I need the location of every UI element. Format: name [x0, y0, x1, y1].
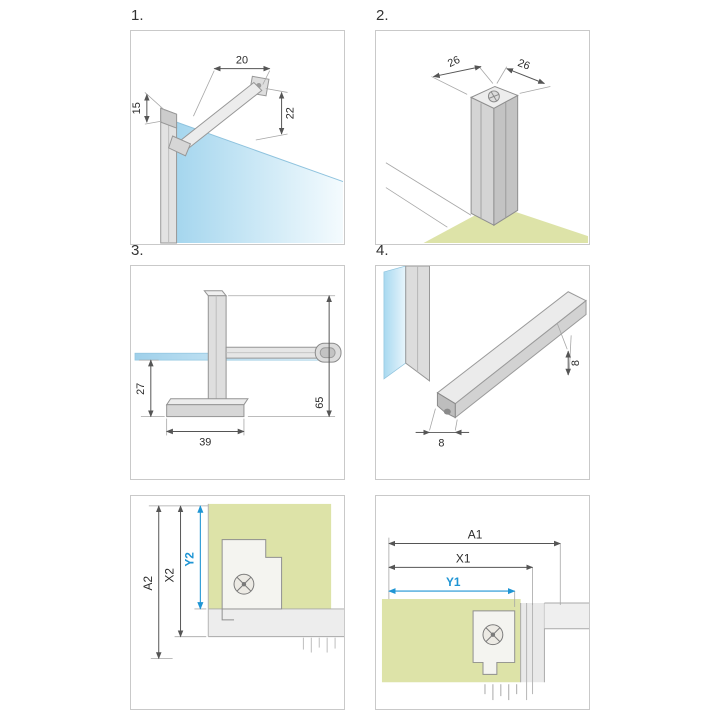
wall-section [520, 602, 589, 701]
dim-label-26-right: 26 [516, 57, 532, 73]
dimension-8-right: 8 [556, 323, 582, 376]
panel-3-drawing: 27 39 65 [134, 290, 342, 448]
wall-edge-lines [385, 162, 472, 228]
screw-icon [233, 573, 255, 595]
panel-2-drawing: 26 26 [385, 54, 589, 244]
dimension-22: 22 [255, 88, 296, 141]
panel-5: A2 X2 Y2 [130, 495, 345, 710]
panel-5-box: A2 X2 Y2 [130, 495, 345, 710]
dim-label-A2: A2 [141, 576, 155, 591]
wall-section [207, 503, 344, 653]
panel-1-number: 1. [131, 7, 144, 24]
dimension-26-right: 26 [496, 57, 551, 94]
glass-panel [176, 121, 344, 244]
dimension-Y1: Y1 [388, 575, 516, 607]
dimension-15: 15 [131, 92, 165, 125]
dim-label-15: 15 [131, 102, 143, 114]
profile-section [221, 539, 283, 621]
panel-2-number: 2. [376, 7, 389, 24]
panel-3-box: 27 39 65 [130, 265, 345, 480]
panel-5-drawing: A2 X2 Y2 [141, 503, 344, 660]
wall-profile [405, 266, 430, 382]
panel-2: 2. [375, 7, 590, 245]
dim-label-20: 20 [236, 55, 248, 67]
panel-3-number: 3. [131, 242, 144, 259]
screw-icon [482, 624, 504, 646]
dimension-27: 27 [135, 359, 165, 418]
dimension-8-bottom: 8 [415, 408, 470, 449]
wall-profile [160, 107, 178, 244]
dim-label-26-left: 26 [446, 54, 462, 70]
panel-6-drawing: A1 X1 Y1 [381, 528, 589, 701]
hatch-lines [302, 637, 336, 653]
floor-area [423, 212, 589, 244]
panel-1: 1. [130, 7, 345, 245]
dim-label-8-bottom: 8 [438, 437, 444, 449]
hatch-lines [484, 684, 518, 701]
screw-icon [487, 90, 500, 103]
dimension-26-left: 26 [431, 54, 494, 95]
dim-label-27: 27 [135, 383, 147, 395]
dim-label-65: 65 [314, 397, 326, 409]
dim-label-39: 39 [199, 436, 211, 448]
panel-6-box: A1 X1 Y1 [375, 495, 590, 710]
seal-strip [436, 291, 587, 419]
panel-3: 3. [130, 242, 345, 480]
bracket-profile [165, 290, 249, 418]
dimension-Y2: Y2 [182, 505, 207, 610]
panel-4-number: 4. [376, 242, 389, 259]
dim-label-A1: A1 [468, 528, 483, 542]
dimension-20: 20 [193, 55, 271, 117]
dim-label-X2: X2 [163, 568, 177, 583]
support-arm [168, 75, 270, 157]
profile-section [472, 610, 518, 701]
glass-panel [383, 266, 407, 380]
dimension-39: 39 [165, 418, 245, 448]
dim-label-Y2: Y2 [182, 552, 196, 567]
panel-1-drawing: 20 22 15 [131, 55, 344, 244]
dim-label-22: 22 [284, 107, 296, 119]
dim-label-Y1: Y1 [446, 575, 461, 589]
dimension-65: 65 [228, 295, 336, 418]
corner-post [469, 85, 519, 227]
dimension-X1: X1 [388, 551, 534, 605]
panel-4-drawing: 8 8 [383, 266, 587, 449]
dimension-X2: X2 [163, 505, 207, 638]
dim-label-8-right: 8 [570, 360, 582, 366]
panel-1-box: 20 22 15 [130, 30, 345, 245]
dim-label-X1: X1 [456, 551, 471, 565]
dimension-A1: A1 [388, 528, 561, 605]
panel-4: 4. [375, 242, 590, 480]
panel-6: A1 X1 Y1 [375, 495, 590, 710]
panel-2-box: 26 26 [375, 30, 590, 245]
panel-4-box: 8 8 [375, 265, 590, 480]
